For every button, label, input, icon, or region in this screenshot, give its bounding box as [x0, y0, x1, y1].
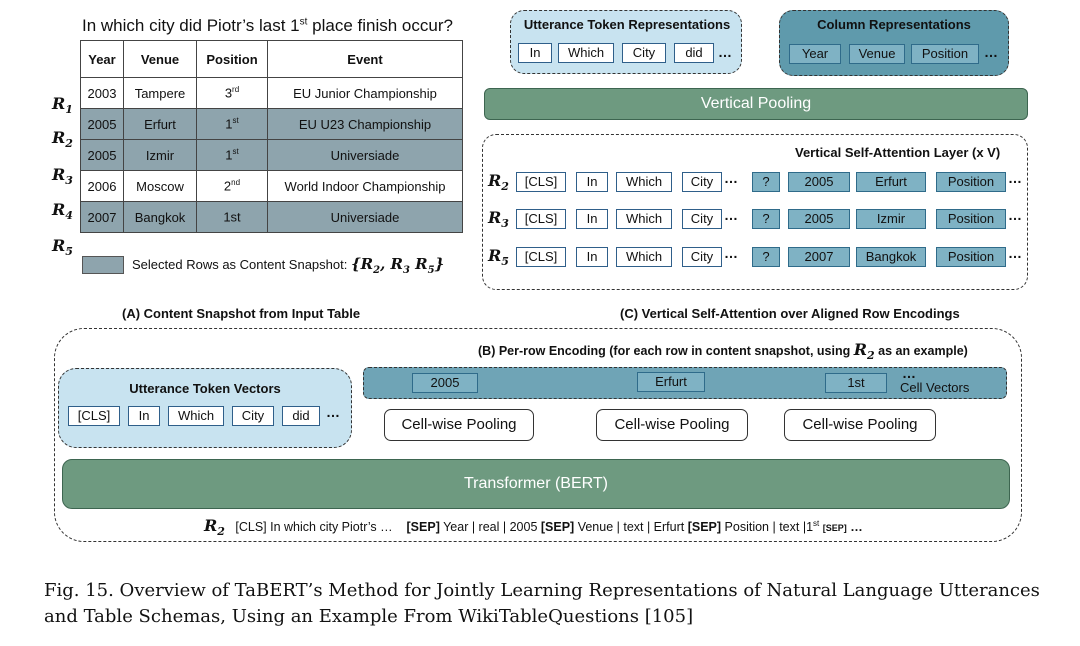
vsa-token: [CLS] [516, 247, 566, 267]
vsa-token: City [682, 247, 722, 267]
row-label-r4: R4 [52, 200, 73, 223]
vsa-row-label: R2 [488, 171, 509, 194]
vsa-token: In [576, 247, 608, 267]
table-header-event: Event [267, 40, 463, 78]
vsa-token: Which [616, 172, 672, 192]
per-row-encoding-box [54, 328, 1022, 542]
cell-vectors-label: Cell Vectors [900, 380, 970, 395]
column-repr-token: Position [911, 44, 979, 64]
vsa-question-token: ? [752, 209, 780, 229]
utterance-vector-token: did [282, 406, 320, 426]
cell-vector: 2005 [412, 373, 478, 393]
utterance-repr-token: did [674, 43, 714, 63]
vsa-row-label: R3 [488, 208, 509, 231]
ellipsis: … [1008, 207, 1022, 223]
column-repr-title: Column Representations [817, 17, 971, 32]
vsa-token: City [682, 172, 722, 192]
ellipsis: … [1008, 170, 1022, 186]
utterance-vector-token: Which [168, 406, 224, 426]
column-repr-token: Venue [849, 44, 905, 64]
cell-wise-pooling-box: Cell-wise Pooling [596, 409, 748, 441]
legend-swatch [82, 256, 124, 274]
utterance-repr-box [510, 10, 742, 74]
label-c: (C) Vertical Self-Attention over Aligned… [620, 306, 960, 321]
input-sequence: R2 [CLS] In which city Piotr’s … [SEP] Y… [204, 516, 863, 539]
vsa-column-token: Position [936, 247, 1006, 267]
table-header-venue: Venue [123, 40, 197, 78]
vsa-cell-year: 2005 [788, 172, 850, 192]
vsa-token: [CLS] [516, 209, 566, 229]
cell-wise-pooling-box: Cell-wise Pooling [384, 409, 534, 441]
vsa-token: In [576, 209, 608, 229]
ellipsis: … [724, 207, 738, 223]
legend-text: Selected Rows as Content Snapshot: {R2, … [132, 255, 445, 276]
ellipsis: … [984, 44, 998, 60]
ellipsis: … [902, 365, 916, 381]
transformer-bar: Transformer (BERT) [62, 459, 1010, 509]
row-label-r2: R2 [52, 128, 73, 151]
vsa-box [482, 134, 1028, 290]
column-repr-box [779, 10, 1009, 76]
table-header-year: Year [80, 40, 124, 78]
utterance-vector-token: In [128, 406, 160, 426]
vsa-cell-venue: Bangkok [856, 247, 926, 267]
utterance-vector-token: City [232, 406, 274, 426]
vertical-pooling-bar: Vertical Pooling [484, 88, 1028, 120]
question-text: In which city did Piotr’s last 1st place… [82, 16, 453, 35]
cell-wise-pooling-box: Cell-wise Pooling [784, 409, 936, 441]
column-repr-token: Year [789, 44, 841, 64]
vsa-token: City [682, 209, 722, 229]
vsa-cell-venue: Izmir [856, 209, 926, 229]
utterance-vector-token: [CLS] [68, 406, 120, 426]
vsa-token: [CLS] [516, 172, 566, 192]
ellipsis: … [724, 245, 738, 261]
vsa-row-label: R5 [488, 246, 509, 269]
vsa-column-token: Position [936, 209, 1006, 229]
label-b: (B) Per-row Encoding (for each row in co… [478, 340, 968, 363]
vsa-cell-venue: Erfurt [856, 172, 926, 192]
row-label-r5: R5 [52, 236, 73, 259]
utterance-repr-title: Utterance Token Representations [523, 17, 731, 32]
table-header-position: Position [196, 40, 268, 78]
ellipsis: … [724, 170, 738, 186]
cell-vector: 1st [825, 373, 887, 393]
vsa-question-token: ? [752, 247, 780, 267]
vsa-token: Which [616, 209, 672, 229]
utterance-repr-token: Which [558, 43, 614, 63]
figure-caption: Fig. 15. Overview of TaBERT’s Method for… [44, 580, 1040, 627]
utterance-repr-token: City [622, 43, 666, 63]
vsa-cell-year: 2005 [788, 209, 850, 229]
utterance-repr-token: In [518, 43, 552, 63]
ellipsis: … [718, 44, 732, 60]
vsa-title: Vertical Self-Attention Layer (x V) [795, 145, 1001, 160]
vsa-question-token: ? [752, 172, 780, 192]
row-label-r1: R1 [52, 94, 73, 117]
label-a: (A) Content Snapshot from Input Table [122, 306, 361, 321]
ellipsis: … [326, 404, 340, 420]
vsa-column-token: Position [936, 172, 1006, 192]
ellipsis: … [1008, 245, 1022, 261]
vsa-token: Which [616, 247, 672, 267]
vsa-cell-year: 2007 [788, 247, 850, 267]
utterance-vectors-title: Utterance Token Vectors [129, 381, 281, 396]
cell-vector: Erfurt [637, 372, 705, 392]
row-label-r3: R3 [52, 165, 73, 188]
vsa-token: In [576, 172, 608, 192]
